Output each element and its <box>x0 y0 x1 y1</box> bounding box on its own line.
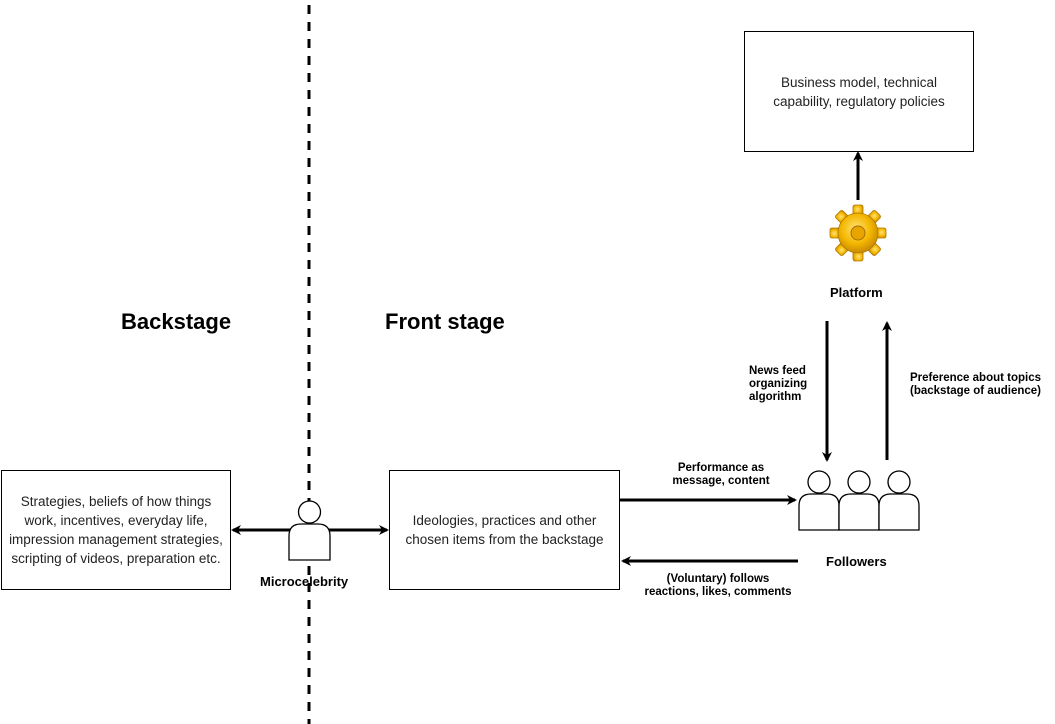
frontstage-box: Ideologies, practices and other chosen i… <box>389 470 620 590</box>
group-icon <box>798 470 920 531</box>
microcelebrity-label: Microcelebrity <box>260 574 349 589</box>
platform-box: Business model, technical capability, re… <box>744 31 974 152</box>
follows-label-line1: (Voluntary) follows <box>666 573 770 585</box>
preference-label-line2: (backstage of audience) <box>910 385 1042 397</box>
newsfeed-label-line2: organizing <box>749 378 808 390</box>
newsfeed-label-line1: News feed <box>749 365 806 377</box>
follows-label: (Voluntary) follows reactions, likes, co… <box>625 573 811 599</box>
followers-label: Followers <box>826 554 887 569</box>
platform-label: Platform <box>830 285 883 300</box>
preference-label: Preference about topics (backstage of au… <box>910 372 1052 398</box>
follows-label-line2: reactions, likes, comments <box>644 586 792 598</box>
performance-label-line1: Performance as <box>677 462 765 474</box>
newsfeed-label-line3: algorithm <box>749 391 802 403</box>
backstage-box: Strategies, beliefs of how things work, … <box>1 470 231 590</box>
performance-label-line2: message, content <box>672 475 770 487</box>
newsfeed-label: News feed organizing algorithm <box>749 365 807 404</box>
backstage-heading: Backstage <box>121 309 232 334</box>
frontstage-box-text: Ideologies, practices and other chosen i… <box>405 513 604 547</box>
backstage-box-text: Strategies, beliefs of how things work, … <box>9 494 223 566</box>
gear-icon <box>829 204 887 262</box>
preference-label-line1: Preference about topics <box>910 372 1042 384</box>
platform-box-text: Business model, technical capability, re… <box>773 75 945 109</box>
front-stage-heading: Front stage <box>385 309 505 334</box>
performance-label: Performance as message, content <box>640 462 802 488</box>
person-icon <box>288 500 331 561</box>
